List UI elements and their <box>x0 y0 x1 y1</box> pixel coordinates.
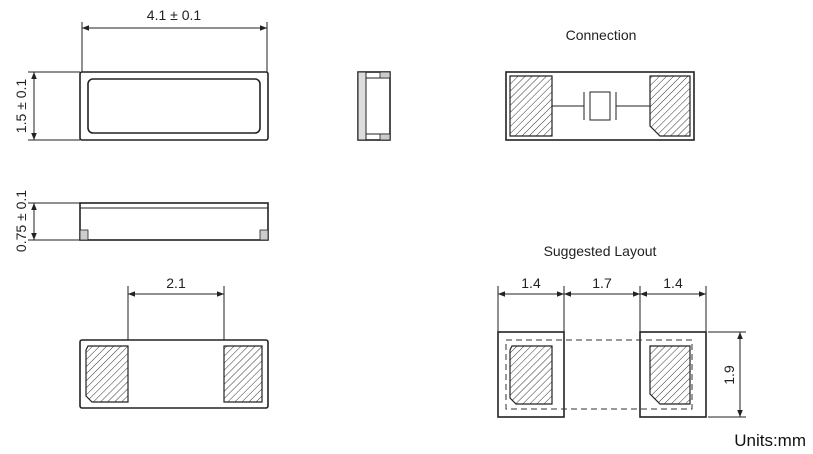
suggested-layout-title: Suggested Layout <box>544 243 657 259</box>
length-label: 4.1 ± 0.1 <box>147 7 202 23</box>
layout-gap-label: 1.7 <box>592 275 612 291</box>
layout-pad-left-label: 1.4 <box>521 275 541 291</box>
connection-pad-right <box>649 75 691 137</box>
crystal-symbol <box>589 91 611 121</box>
side-view-outline <box>79 202 269 241</box>
bottom-pad-right <box>223 345 263 403</box>
end-view-terminal-top <box>379 71 391 79</box>
layout-device-pad-left <box>509 345 553 405</box>
layout-pad-right-label: 1.4 <box>663 275 683 291</box>
connection-title: Connection <box>566 27 637 43</box>
bottom-pad-left <box>85 345 129 403</box>
pad-spacing-label: 2.1 <box>166 275 186 291</box>
side-terminal-right <box>259 229 269 241</box>
end-view-terminal-bottom <box>379 133 391 141</box>
bottom-view: 2.1 <box>79 275 269 409</box>
package-lid <box>87 78 261 134</box>
package-footprint-dashed <box>505 339 693 410</box>
layout-device-pad-right <box>649 345 691 405</box>
connection-pad-left <box>509 75 553 137</box>
units-label: Units:mm <box>734 431 806 450</box>
side-terminal-left <box>79 229 89 241</box>
end-view-cap <box>357 71 367 141</box>
layout-height-label: 1.9 <box>721 365 737 385</box>
width-label: 1.5 ± 0.1 <box>13 79 29 134</box>
height-label: 0.75 ± 0.1 <box>13 190 29 252</box>
side-view: 0.75 ± 0.1 <box>13 190 269 252</box>
suggested-layout-view: Suggested Layout 1.4 1.7 1.4 1.9 <box>497 243 746 418</box>
end-view <box>357 71 391 141</box>
connection-view: Connection <box>505 27 695 141</box>
top-view: 4.1 ± 0.1 1.5 ± 0.1 <box>13 7 269 141</box>
